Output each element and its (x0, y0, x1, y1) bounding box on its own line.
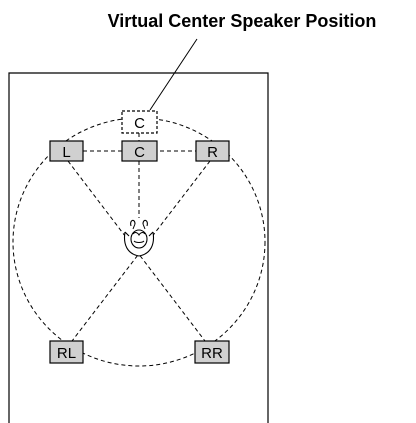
virtual-center-label: C (134, 115, 145, 132)
left-speaker (49, 140, 84, 162)
room-outline (8, 72, 269, 423)
rear-left-speaker (49, 340, 84, 364)
center-speaker-label: C (134, 144, 145, 161)
callout-line (149, 38, 198, 111)
diagram-title: Virtual Center Speaker Position (108, 11, 377, 31)
right-speaker-label: R (207, 144, 218, 161)
rear-right-speaker-label: RR (201, 345, 223, 362)
virtual-center-speaker (121, 110, 158, 134)
center-speaker (121, 140, 158, 162)
listener-person-icon (123, 219, 155, 257)
right-speaker (195, 140, 230, 162)
rear-left-speaker-label: RL (57, 345, 76, 362)
left-speaker-label: L (62, 144, 70, 161)
rear-right-speaker (194, 340, 230, 364)
